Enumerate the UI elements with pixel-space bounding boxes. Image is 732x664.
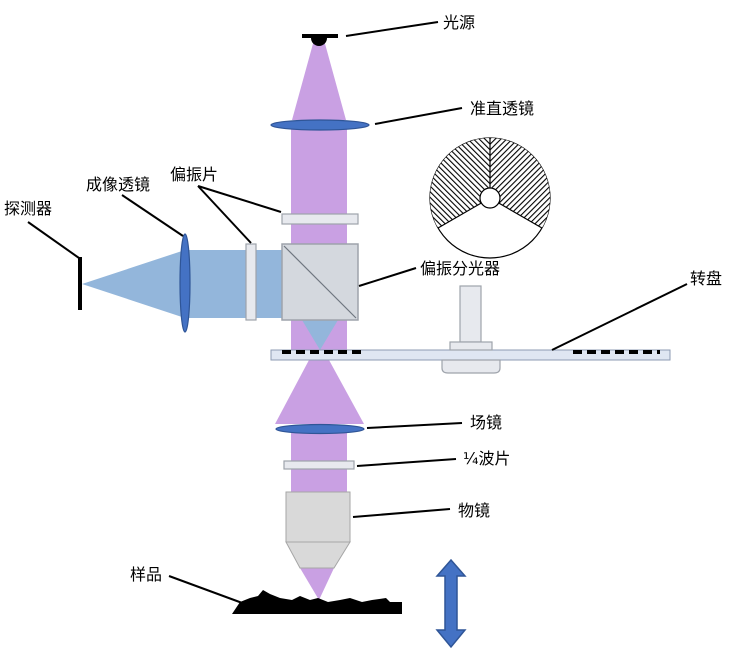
focus-adjust-arrow: [435, 558, 467, 649]
label-turntable: 转盘: [690, 269, 722, 288]
label-field-lens: 场镜: [470, 413, 502, 432]
leader-polarizer-a: [197, 185, 282, 213]
leader-beam-splitter: [358, 267, 417, 287]
leader-sample: [168, 575, 246, 605]
beam-below-turntable: [275, 360, 364, 424]
beam-source-to-collimator: [292, 40, 346, 120]
label-imaging-lens: 成像透镜: [86, 175, 150, 194]
polarizer-plate: [281, 213, 359, 225]
label-collimating-lens: 准直透镜: [470, 99, 534, 118]
turntable-hub: [449, 341, 493, 351]
turntable-shaft: [459, 285, 482, 343]
field-lens: [275, 423, 365, 435]
leader-detector: [27, 221, 80, 259]
return-beam-splitter-to-lens: [187, 250, 284, 318]
imaging-lens: [179, 233, 191, 333]
disk-pattern-inset: [429, 137, 551, 259]
quarter-wave-plate: [283, 460, 355, 470]
leader-field-lens: [366, 422, 463, 429]
detector: [78, 257, 82, 310]
leader-imaging-lens: [121, 194, 184, 237]
turntable-motor-base: [441, 359, 501, 374]
return-cone-into-splitter: [302, 320, 338, 350]
label-polarizer: 偏振片: [170, 165, 218, 184]
light-source: [302, 34, 338, 46]
leader-turntable: [551, 283, 688, 351]
beam-focus-on-sample: [300, 568, 334, 600]
leader-light-source: [345, 21, 439, 37]
label-sample: 样品: [130, 565, 162, 584]
objective: [285, 491, 351, 569]
label-polarizing-beam-splitter: 偏振分光器: [420, 259, 500, 278]
label-detector: 探测器: [4, 199, 52, 218]
label-light-source: 光源: [443, 13, 475, 32]
collimating-lens: [270, 119, 370, 131]
label-quarter-wave-plate: ¼波片: [463, 449, 511, 468]
polarizing-beam-splitter: [281, 243, 359, 321]
leader-collimating-lens: [374, 107, 463, 125]
leader-polarizer-b: [197, 185, 252, 244]
return-beam-lens-to-detector: [82, 250, 185, 318]
leader-quarter-wave-plate: [356, 458, 457, 467]
leader-objective: [352, 508, 451, 518]
sample-surface: [232, 590, 402, 614]
return-beam: [82, 250, 338, 350]
polarizer-plate-side: [245, 243, 257, 321]
turntable: [270, 285, 671, 374]
label-objective: 物镜: [458, 501, 490, 520]
